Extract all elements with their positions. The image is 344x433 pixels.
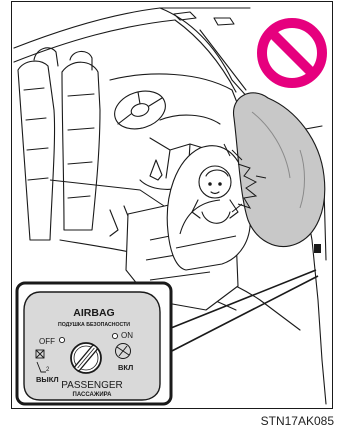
on-label-ru: ВКЛ — [118, 363, 133, 372]
passenger-label-ru: ПАССАЖИРА — [73, 392, 113, 398]
key-switch-icon — [71, 343, 101, 373]
off-label-ru: ВЫКЛ — [36, 375, 59, 384]
off-indicator — [59, 337, 64, 342]
off-label: OFF — [39, 337, 55, 346]
airbag-label: AIRBAG — [73, 307, 114, 319]
on-indicator — [112, 333, 117, 338]
on-label: ON — [121, 331, 133, 340]
airbag-label-ru: ПОДУШКА БЕЗОПАСНОСТИ — [58, 322, 130, 328]
airbag-switch-panel: AIRBAG ПОДУШКА БЕЗОПАСНОСТИ OFF ON 2 ВЫК… — [24, 292, 160, 400]
passenger-label: PASSENGER — [61, 380, 123, 391]
figure-code: STN17AK085 — [261, 414, 334, 428]
